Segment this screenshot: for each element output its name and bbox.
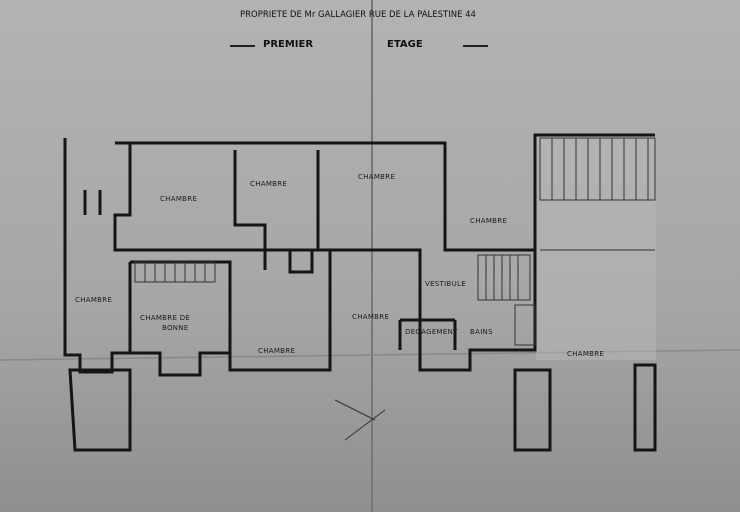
room-label: DEGAGEMENT — [405, 328, 458, 336]
room-label: CHAMBRE — [358, 173, 395, 181]
overlay-sheet — [536, 135, 656, 360]
room-label: CHAMBRE — [567, 350, 604, 358]
stairs — [134, 137, 656, 441]
room-label: CHAMBRE — [75, 296, 112, 304]
walls — [63, 133, 657, 452]
floor-title-left: PREMIER — [263, 39, 313, 50]
room-label: BONNE — [162, 324, 189, 332]
room-label: CHAMBRE — [470, 217, 507, 225]
floor-title-right: ETAGE — [387, 39, 423, 50]
room-label: VESTIBULE — [425, 280, 466, 288]
room-label: CHAMBRE — [250, 180, 287, 188]
room-label: CHAMBRE — [160, 195, 197, 203]
room-label: CHAMBRE — [258, 347, 295, 355]
room-label: CHAMBRE DE — [140, 314, 190, 322]
owner-line: PROPRIETE DE Mr GALLAGIER RUE DE LA PALE… — [240, 10, 476, 20]
room-label: CHAMBRE — [352, 313, 389, 321]
room-label: BAINS — [470, 328, 493, 336]
